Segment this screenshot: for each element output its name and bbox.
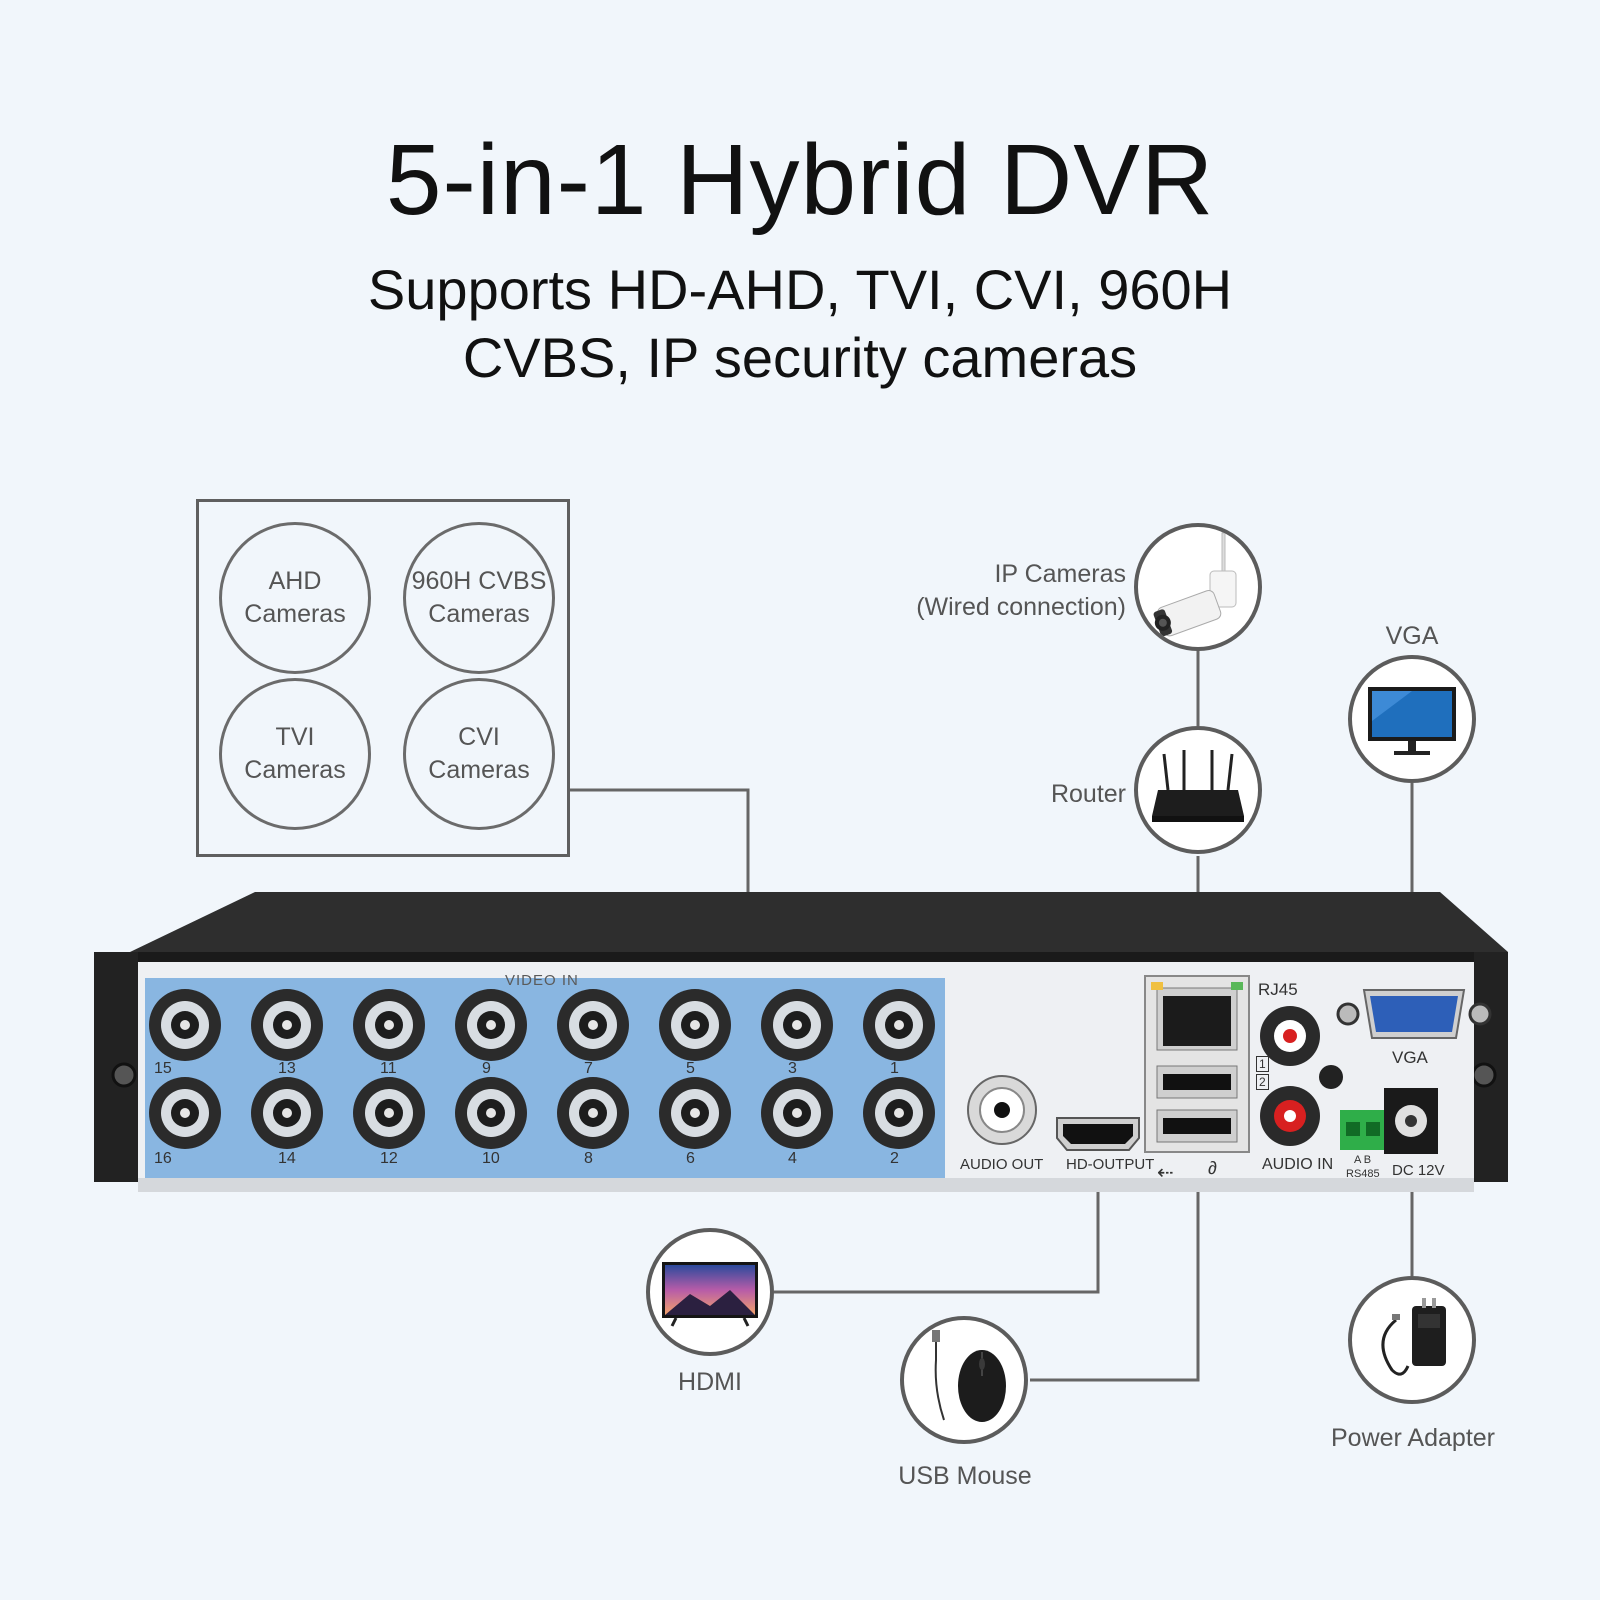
router-label: Router bbox=[1050, 780, 1126, 808]
bnc-port bbox=[557, 989, 629, 1061]
video-in-label: VIDEO IN bbox=[505, 972, 579, 989]
port-number-label: 12 bbox=[380, 1150, 398, 1167]
bnc-port bbox=[659, 989, 731, 1061]
port-number-label: 15 bbox=[154, 1060, 172, 1077]
camera-type-ahd: AHD Cameras bbox=[219, 522, 371, 674]
port-number-label: 6 bbox=[686, 1150, 695, 1167]
vga-device bbox=[1348, 655, 1476, 783]
ip-camera-icon bbox=[1153, 532, 1237, 637]
power-adapter-label: Power Adapter bbox=[1331, 1424, 1495, 1452]
port-number-label: 3 bbox=[788, 1060, 797, 1077]
vga-port bbox=[1336, 989, 1492, 1039]
bnc-port bbox=[251, 1077, 323, 1149]
port-number-label: 1 bbox=[890, 1060, 899, 1077]
subtitle-line-1: Supports HD-AHD, TVI, CVI, 960H bbox=[367, 258, 1233, 321]
audio-in-ports bbox=[1260, 1006, 1320, 1146]
port-number-label: 11 bbox=[380, 1060, 397, 1077]
port-number-label: 4 bbox=[788, 1150, 797, 1167]
port-number-label: 5 bbox=[686, 1060, 695, 1077]
usb-symbol-icon: ⇠ bbox=[1157, 1162, 1174, 1184]
bnc-port bbox=[149, 1077, 221, 1149]
bnc-port bbox=[761, 989, 833, 1061]
rj45-usb-block bbox=[1144, 975, 1250, 1153]
bnc-port bbox=[761, 1077, 833, 1149]
power-adapter-device bbox=[1348, 1276, 1476, 1404]
camera-type-960h-cvbs: 960H CVBS Cameras bbox=[403, 522, 555, 674]
line-hdmi bbox=[774, 1160, 1100, 1294]
hdmi-label: HDMI bbox=[678, 1368, 742, 1396]
monitor-icon bbox=[1368, 687, 1456, 755]
audio-channel-1: 1 bbox=[1256, 1056, 1269, 1072]
hdmi-port bbox=[1056, 1117, 1140, 1151]
port-number-label: 7 bbox=[584, 1060, 593, 1077]
vga-port-label: VGA bbox=[1392, 1048, 1428, 1067]
mouse-symbol-icon: ∂ bbox=[1208, 1158, 1217, 1178]
line-usb bbox=[1030, 1150, 1200, 1382]
rs485-terminal bbox=[1340, 1110, 1386, 1150]
camera-type-tvi: TVI Cameras bbox=[219, 678, 371, 830]
mouse-icon bbox=[932, 1330, 1006, 1422]
bnc-port bbox=[455, 989, 527, 1061]
panel-screw bbox=[1319, 1065, 1343, 1089]
vga-label: VGA bbox=[1385, 622, 1439, 650]
bnc-port bbox=[863, 1077, 935, 1149]
ip-camera-device bbox=[1134, 523, 1262, 651]
subtitle-line-2: CVBS, IP security cameras bbox=[462, 326, 1138, 389]
bnc-port bbox=[455, 1077, 527, 1149]
usb-mouse-device bbox=[900, 1316, 1028, 1444]
port-number-label: 16 bbox=[154, 1150, 172, 1167]
camera-type-cvi: CVI Cameras bbox=[403, 678, 555, 830]
port-number-label: 13 bbox=[278, 1060, 296, 1077]
router-device bbox=[1134, 726, 1262, 854]
bnc-port bbox=[557, 1077, 629, 1149]
audio-out-port bbox=[967, 1075, 1037, 1145]
hdmi-device bbox=[646, 1228, 774, 1356]
audio-in-label: AUDIO IN bbox=[1262, 1156, 1334, 1173]
port-number-label: 8 bbox=[584, 1150, 593, 1167]
ip-cameras-label: IP Cameras (Wired connection) bbox=[916, 560, 1126, 621]
bnc-port bbox=[863, 989, 935, 1061]
dc-power-port bbox=[1384, 1088, 1438, 1154]
page-title: 5-in-1 Hybrid DVR bbox=[385, 124, 1215, 236]
tv-icon bbox=[662, 1262, 758, 1327]
bnc-port bbox=[251, 989, 323, 1061]
rs485-label: RS485 bbox=[1346, 1168, 1380, 1180]
port-number-label: 10 bbox=[482, 1150, 500, 1167]
bnc-port bbox=[659, 1077, 731, 1149]
rj45-label: RJ45 bbox=[1258, 980, 1298, 999]
rs485-ab-label: A B bbox=[1354, 1154, 1372, 1166]
port-number-label: 14 bbox=[278, 1150, 296, 1167]
bnc-ports bbox=[149, 989, 935, 1149]
power-adapter-icon bbox=[1381, 1298, 1446, 1376]
camera-types-box: AHD Cameras 960H CVBS Cameras TVI Camera… bbox=[196, 499, 570, 857]
hd-output-label: HD-OUTPUT bbox=[1066, 1156, 1155, 1173]
port-number-label: 2 bbox=[890, 1150, 899, 1167]
audio-out-label: AUDIO OUT bbox=[960, 1156, 1044, 1173]
audio-channel-2: 2 bbox=[1256, 1074, 1269, 1090]
bnc-port bbox=[353, 1077, 425, 1149]
bnc-port bbox=[353, 989, 425, 1061]
bnc-port bbox=[149, 989, 221, 1061]
dc12v-label: DC 12V bbox=[1392, 1162, 1445, 1179]
usb-mouse-label: USB Mouse bbox=[898, 1462, 1032, 1490]
port-number-label: 9 bbox=[482, 1060, 491, 1077]
router-icon bbox=[1152, 750, 1244, 822]
